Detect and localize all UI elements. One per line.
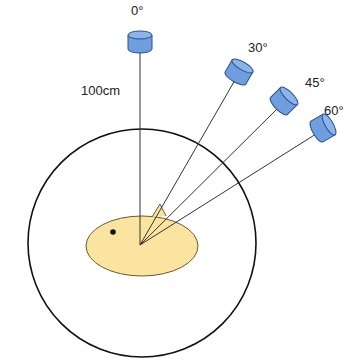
speaker-30 xyxy=(223,56,255,87)
distance-label: 100cm xyxy=(81,84,120,98)
speaker-0 xyxy=(128,31,152,53)
sight-lines xyxy=(140,51,316,245)
fish-eye xyxy=(110,229,116,235)
fish-body xyxy=(86,216,198,276)
angle-label: 0° xyxy=(131,4,143,18)
speaker-45 xyxy=(268,85,301,118)
angle-label: 30° xyxy=(248,41,268,55)
angle-label: 60° xyxy=(324,104,344,118)
fish-fin xyxy=(152,204,166,217)
angle-label: 45° xyxy=(305,76,325,90)
